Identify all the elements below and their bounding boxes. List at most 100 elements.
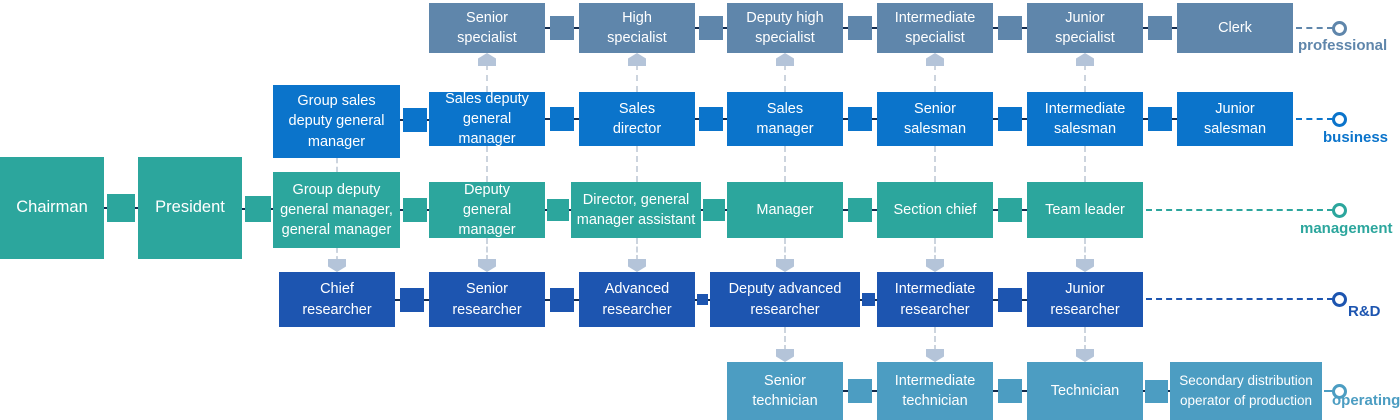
org-node: High specialist: [579, 3, 695, 53]
org-node: Junior researcher: [1027, 272, 1143, 327]
arrow-up-icon: [478, 53, 496, 66]
arrow-down-icon: [776, 259, 794, 272]
dashed-vertical-connector: [934, 64, 936, 92]
org-node: Senior specialist: [429, 3, 545, 53]
connector-square: [998, 16, 1022, 40]
arrow-up-icon: [1076, 53, 1094, 66]
dashed-vertical-connector: [486, 238, 488, 261]
connector-square: [1148, 107, 1172, 131]
dashed-vertical-connector: [636, 64, 638, 92]
arrow-down-icon: [1076, 259, 1094, 272]
connector-square: [1145, 379, 1168, 403]
org-node: Sales manager: [727, 92, 843, 146]
org-node: Section chief: [877, 182, 993, 238]
org-node: Senior salesman: [877, 92, 993, 146]
track-endpoint-icon: [1332, 112, 1347, 127]
connector-square: [402, 108, 427, 133]
org-node: Deputy general manager: [429, 182, 545, 238]
org-node: Group sales deputy general manager: [273, 85, 400, 158]
track-endpoint-icon: [1332, 203, 1347, 218]
arrow-down-icon: [628, 259, 646, 272]
dashed-vertical-connector: [934, 238, 936, 261]
dashed-vertical-connector: [1084, 64, 1086, 92]
track-label-rnd: R&D: [1348, 303, 1381, 320]
connector-square: [400, 287, 424, 312]
arrow-down-icon: [926, 349, 944, 362]
org-node: Sales deputy general manager: [429, 91, 545, 147]
dashed-vertical-connector: [784, 238, 786, 261]
dashed-vertical-connector: [486, 146, 488, 182]
connector-square: [1148, 16, 1172, 40]
dashed-vertical-connector: [784, 64, 786, 92]
arrow-down-icon: [328, 259, 346, 272]
dashed-vertical-connector: [934, 327, 936, 351]
track-tail-line: [1296, 118, 1333, 120]
connector-square: [998, 287, 1022, 312]
org-node: Group deputy general manager, general ma…: [273, 172, 400, 248]
track-endpoint-icon: [1332, 21, 1347, 36]
track-tail-line: [1146, 298, 1333, 300]
track-label-business: business: [1323, 129, 1389, 146]
dashed-vertical-connector: [636, 238, 638, 261]
org-node: Intermediate technician: [877, 362, 993, 420]
org-node: Manager: [727, 182, 843, 238]
track-tail-line: [1296, 27, 1333, 29]
arrow-up-icon: [926, 53, 944, 66]
connector-square: [107, 194, 135, 222]
dashed-vertical-connector: [934, 146, 936, 182]
track-tail-line: [1324, 390, 1333, 392]
org-node: Junior salesman: [1177, 92, 1293, 146]
track-label-management: management: [1300, 220, 1393, 237]
connector-square: [699, 16, 723, 40]
dashed-vertical-connector: [336, 248, 338, 261]
org-node: Senior researcher: [429, 272, 545, 327]
arrow-down-icon: [478, 259, 496, 272]
dashed-vertical-connector: [336, 158, 338, 172]
org-node: Intermediate salesman: [1027, 92, 1143, 146]
arrow-down-icon: [1076, 349, 1094, 362]
connector-square: [550, 107, 574, 131]
org-node: Clerk: [1177, 3, 1293, 53]
org-node: Senior technician: [727, 362, 843, 420]
connector-square: [703, 199, 725, 221]
connector-square: [402, 198, 427, 222]
connector-square: [848, 16, 872, 40]
arrow-up-icon: [776, 53, 794, 66]
arrow-down-icon: [926, 259, 944, 272]
connector-square: [244, 196, 271, 222]
dashed-vertical-connector: [784, 146, 786, 182]
connector-square: [550, 16, 574, 40]
org-node: Advanced researcher: [579, 272, 695, 327]
org-node: Sales director: [579, 92, 695, 146]
connector-square: [697, 294, 708, 305]
org-node: Intermediate specialist: [877, 3, 993, 53]
org-node: Director, general manager assistant: [571, 182, 701, 238]
org-node: Deputy high specialist: [727, 3, 843, 53]
track-label-professional: professional: [1298, 37, 1388, 54]
connector-square: [998, 107, 1022, 131]
dashed-vertical-connector: [1084, 327, 1086, 351]
track-tail-line: [1146, 209, 1333, 211]
arrow-up-icon: [628, 53, 646, 66]
dashed-vertical-connector: [1084, 238, 1086, 261]
dashed-vertical-connector: [636, 146, 638, 182]
arrow-down-icon: [776, 349, 794, 362]
track-endpoint-icon: [1332, 292, 1347, 307]
connector-square: [848, 107, 872, 131]
dashed-vertical-connector: [486, 64, 488, 92]
connector-square: [998, 379, 1022, 403]
org-node: Chief researcher: [279, 272, 395, 327]
dashed-vertical-connector: [784, 327, 786, 351]
org-node: Deputy advanced researcher: [710, 272, 860, 327]
connector-square: [550, 287, 574, 312]
connector-square: [547, 199, 569, 221]
org-node: Chairman: [0, 157, 104, 259]
dashed-vertical-connector: [1084, 146, 1086, 182]
org-node: Technician: [1027, 362, 1143, 420]
org-node: President: [138, 157, 242, 259]
connector-square: [848, 198, 872, 222]
connector-square: [848, 379, 872, 403]
connector-square: [699, 107, 723, 131]
org-node: Secondary distribution operator of produ…: [1170, 362, 1322, 420]
